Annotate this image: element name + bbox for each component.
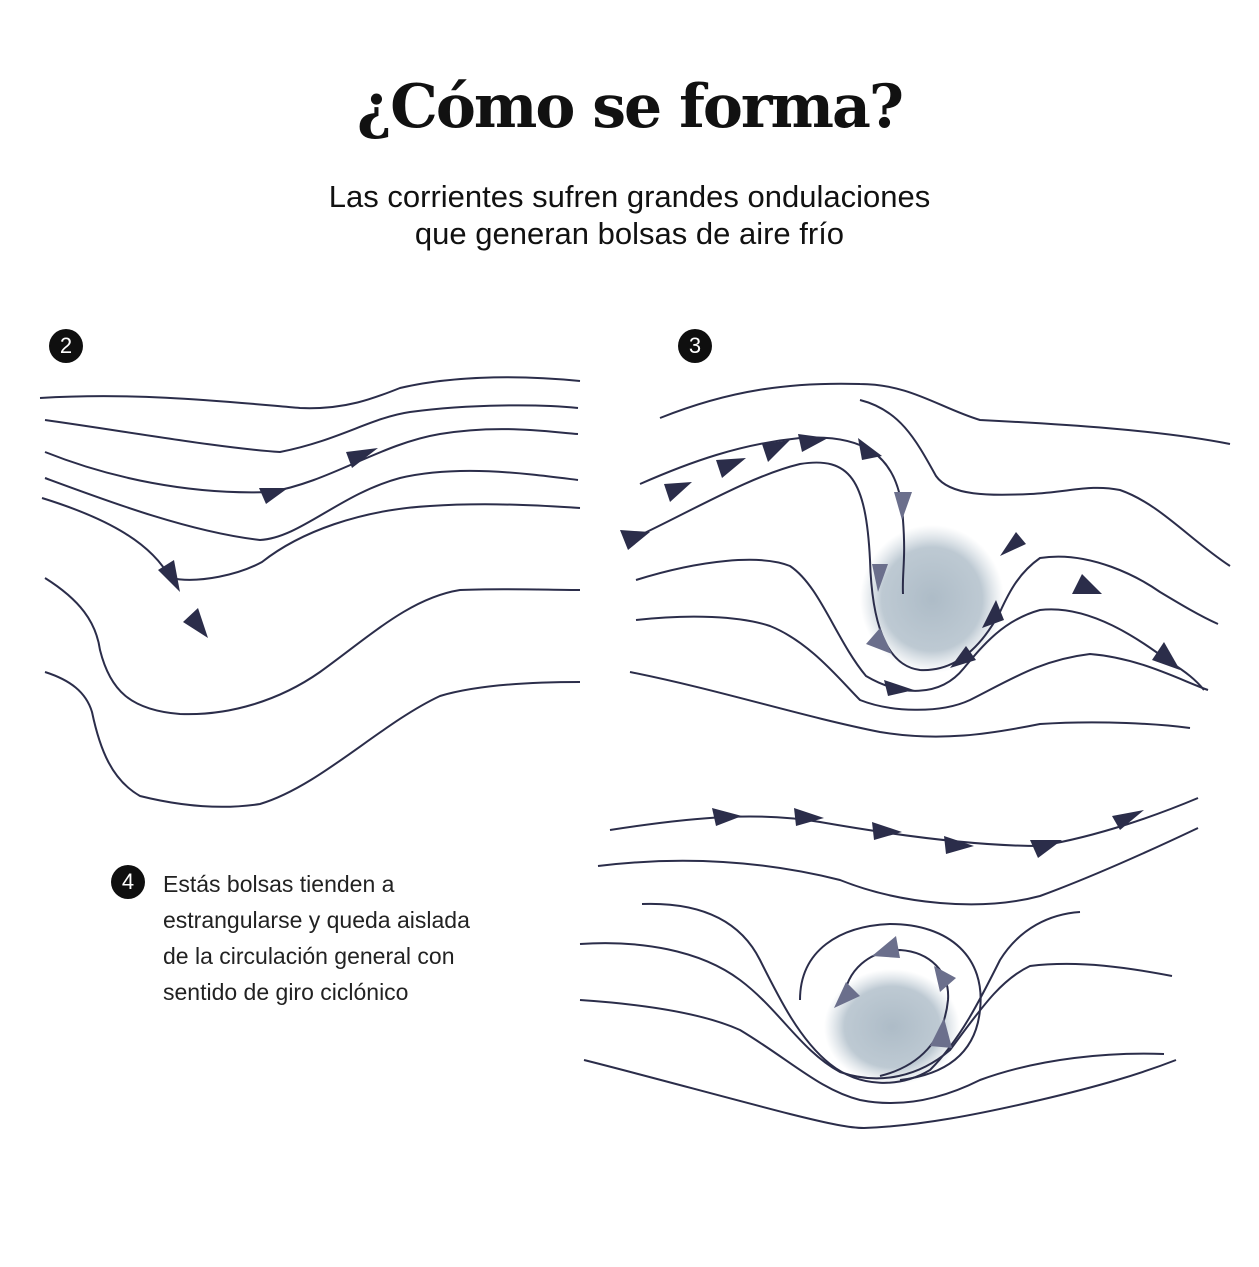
streamline xyxy=(629,671,1191,738)
flow-arrow-icon xyxy=(872,822,902,840)
flow-arrow-icon xyxy=(794,808,824,826)
flow-arrow-icon xyxy=(872,564,888,592)
page-title: ¿Cómo se forma? xyxy=(356,72,904,142)
streamline xyxy=(41,497,581,581)
streamline xyxy=(609,797,1199,848)
panel-4-streamlines xyxy=(579,797,1199,1130)
streamline xyxy=(799,922,982,1081)
flow-arrow-icon xyxy=(1000,532,1026,556)
flow-arrow-icon xyxy=(762,440,790,462)
streamline xyxy=(39,376,581,410)
flow-arrow-icon xyxy=(183,608,208,638)
flow-arrow-icon xyxy=(712,808,742,826)
flow-arrow-icon xyxy=(1112,810,1144,830)
flow-arrow-icon xyxy=(858,438,882,460)
cold-air-pocket xyxy=(860,525,1004,673)
panel-3-streamlines xyxy=(629,382,1231,738)
streamline xyxy=(859,399,1231,567)
subtitle: Las corrientes sufren grandes ondulacion… xyxy=(0,178,1259,252)
streamline xyxy=(629,461,1219,672)
panel-2-arrows xyxy=(158,448,378,638)
streamline xyxy=(579,942,1173,1080)
flow-arrow-icon xyxy=(1152,642,1180,670)
cold-air-pocket xyxy=(824,969,960,1085)
streamline xyxy=(635,558,1205,692)
step-4-line: Estás bolsas tienden a xyxy=(163,871,395,897)
step-4-line: estrangularse y queda aislada xyxy=(163,907,470,933)
subtitle-line-1: Las corrientes sufren grandes ondulacion… xyxy=(328,179,931,214)
flow-arrow-icon xyxy=(620,530,650,550)
flow-arrow-icon xyxy=(1072,574,1102,594)
flow-arrow-icon xyxy=(934,966,956,992)
streamline xyxy=(597,827,1199,906)
streamline xyxy=(659,382,1231,445)
streamline xyxy=(44,404,579,454)
streamline xyxy=(635,615,1209,711)
step-badge-2: 2 xyxy=(49,329,83,363)
flow-arrow-icon xyxy=(798,434,828,452)
step-4-line: sentido de giro ciclónico xyxy=(163,979,409,1005)
streamline xyxy=(44,428,579,494)
streamline xyxy=(843,948,950,1077)
streamline xyxy=(641,902,1081,1084)
streamline xyxy=(579,999,1165,1105)
streamline xyxy=(44,671,581,808)
streamline xyxy=(44,577,581,716)
flow-arrow-icon xyxy=(944,836,974,854)
step-badge-4: 4 xyxy=(111,865,145,899)
flow-arrow-icon xyxy=(872,936,900,958)
flow-arrow-icon xyxy=(884,680,914,696)
flow-arrow-icon xyxy=(950,646,976,668)
flow-arrow-icon xyxy=(716,458,746,478)
flow-arrow-icon xyxy=(834,982,860,1008)
flow-arrow-icon xyxy=(1030,840,1062,858)
flow-arrow-icon xyxy=(894,492,912,520)
panel-4-arrows xyxy=(712,808,1144,1048)
step-badge-3: 3 xyxy=(678,329,712,363)
streamline xyxy=(44,469,579,542)
streamline xyxy=(583,1059,1177,1130)
flow-arrow-icon xyxy=(664,482,692,502)
streamline xyxy=(639,436,906,595)
flow-arrow-icon xyxy=(346,448,378,468)
subtitle-line-2: que generan bolsas de aire frío xyxy=(414,216,845,251)
flow-arrow-icon xyxy=(158,560,180,592)
flow-arrow-icon xyxy=(866,628,892,654)
flow-arrow-icon xyxy=(930,1018,952,1048)
panel-3-arrows xyxy=(620,434,1180,696)
step-4-line: de la circulación general con xyxy=(163,943,455,969)
panel-2-streamlines xyxy=(39,376,581,808)
step-4-description: Estás bolsas tienden a estrangularse y q… xyxy=(163,866,533,1010)
flow-arrow-icon xyxy=(982,600,1004,628)
flow-arrow-icon xyxy=(259,488,288,504)
